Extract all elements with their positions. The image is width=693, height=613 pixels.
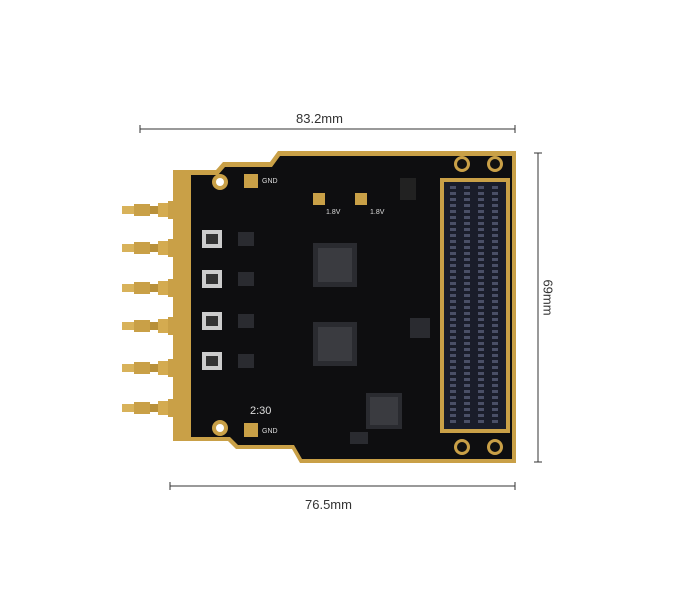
svg-text:1.8V: 1.8V <box>326 209 341 216</box>
gold-edge <box>173 170 191 441</box>
mounting-holes <box>212 156 503 455</box>
chips <box>313 178 430 444</box>
svg-text:2:30: 2:30 <box>250 405 271 417</box>
dimension-height-label: 69mm <box>540 279 556 316</box>
dimension-bottom-label: 76.5mm <box>305 497 352 512</box>
input-channels <box>202 230 254 370</box>
dimension-line-right <box>534 152 542 463</box>
silkscreen: GND GND 1.8V 1.8V 2:30 <box>250 178 385 435</box>
test-pads <box>244 174 367 437</box>
dimension-top-label: 83.2mm <box>296 111 343 126</box>
svg-text:GND: GND <box>262 178 278 185</box>
svg-text:GND: GND <box>262 428 278 435</box>
pcb-surface <box>190 156 512 459</box>
dimension-line-top <box>139 125 516 133</box>
dimension-line-bottom <box>169 482 516 490</box>
fmc-connector <box>440 178 510 433</box>
svg-text:1.8V: 1.8V <box>370 209 385 216</box>
